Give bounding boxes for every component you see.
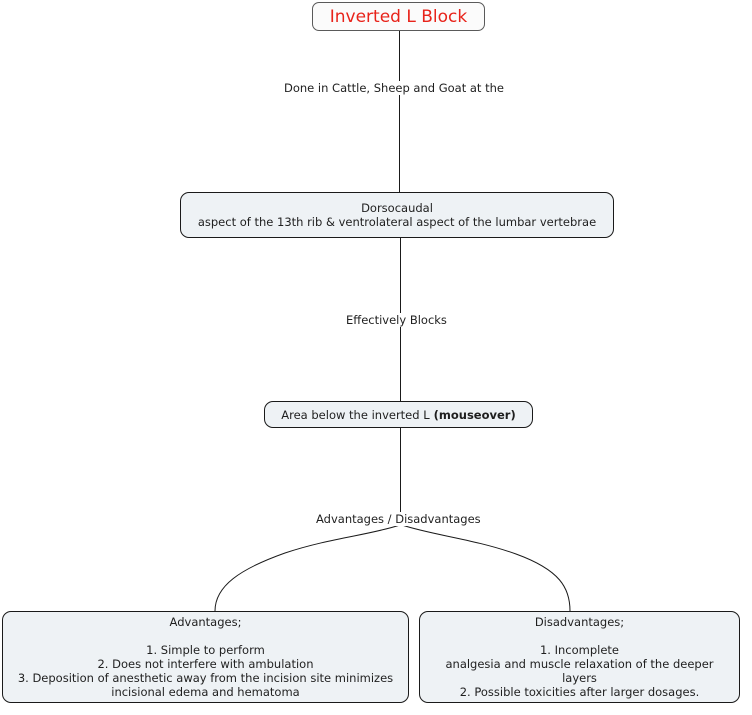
node-disadvantages-items: 1. Incomplete analgesia and muscle relax… [445, 643, 714, 699]
node-area-mouseover-hint: (mouseover) [433, 407, 516, 422]
node-inverted-l-block[interactable]: Inverted L Block [312, 2, 485, 31]
node-title-label: Inverted L Block [329, 6, 468, 27]
connector-branch-advantages [214, 524, 401, 612]
node-area-below-inverted-l[interactable]: Area below the inverted L (mouseover) [264, 401, 533, 428]
node-advantages[interactable]: Advantages; 1. Simple to perform 2. Does… [2, 611, 409, 703]
node-area-text: Area below the inverted L [281, 407, 430, 422]
node-disadvantages[interactable]: Disadvantages; 1. Incomplete analgesia a… [419, 611, 740, 703]
edge-label-done-in: Done in Cattle, Sheep and Goat at the [280, 81, 508, 95]
node-disadvantages-heading: Disadvantages; [534, 615, 625, 629]
node-site-line1: Dorsocaudal [361, 201, 433, 215]
node-advantages-heading: Advantages; [169, 615, 242, 629]
node-advantages-items: 1. Simple to perform 2. Does not interfe… [17, 643, 394, 699]
connector-branch-disadvantages [401, 524, 571, 612]
node-site-line2: aspect of the 13th rib & ventrolateral a… [197, 215, 597, 229]
edge-label-effectively-blocks: Effectively Blocks [342, 313, 451, 327]
edge-label-advantages-disadvantages: Advantages / Disadvantages [312, 512, 485, 526]
node-dorsocaudal-site[interactable]: Dorsocaudal aspect of the 13th rib & ven… [180, 192, 614, 238]
